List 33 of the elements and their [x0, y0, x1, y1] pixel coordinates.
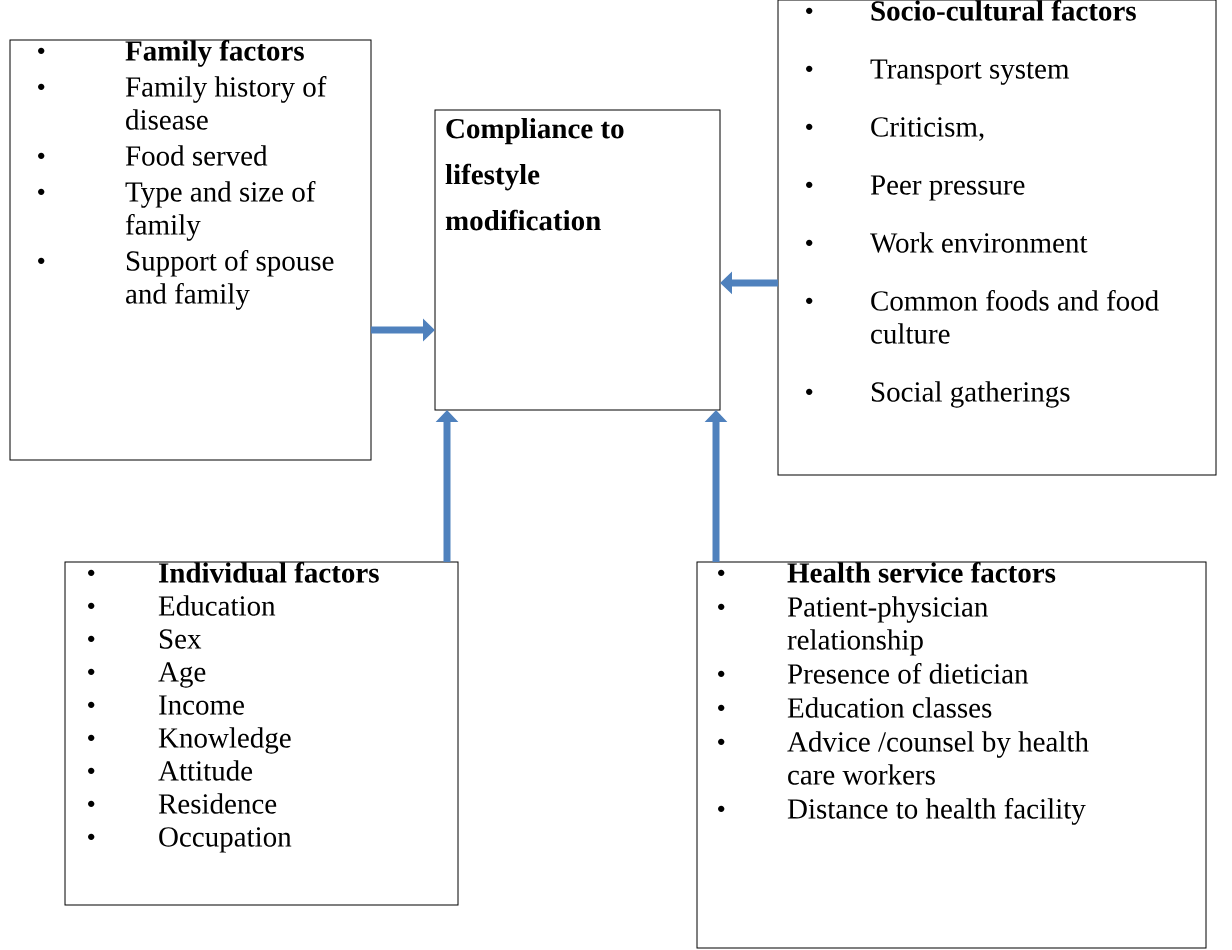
- heading: Compliance to lifestyle modification: [445, 118, 624, 231]
- list-item: Type and size of family: [125, 181, 316, 241]
- list-item: Sex: [159, 629, 202, 649]
- list-item: Work environment: [870, 232, 1088, 253]
- list-item: Advice /counsel by health care workers: [787, 731, 1089, 785]
- heading: Individual factors: [159, 562, 379, 583]
- list-item: Support of spouse and family: [126, 250, 334, 310]
- list-item: Education: [158, 595, 276, 616]
- list-item: Social gatherings: [871, 381, 1070, 408]
- heading: Socio-cultural factors: [871, 0, 1136, 21]
- list-item: Presence of dietician: [787, 663, 1029, 684]
- list-item: Attitude: [158, 760, 253, 781]
- list-item: Knowledge: [158, 727, 291, 754]
- heading: Health service factors: [787, 562, 1056, 583]
- list-item: Common foods and food culture: [871, 290, 1159, 344]
- list-item: Patient-physician relationship: [787, 596, 988, 656]
- factor-box: [64, 561, 459, 906]
- list-item: Family history of disease: [125, 76, 327, 130]
- factor-box: [434, 109, 721, 411]
- list-item: Income: [159, 695, 244, 715]
- list-item: Age: [158, 662, 206, 688]
- list-item: Education classes: [787, 697, 992, 718]
- list-item: Criticism,: [871, 117, 984, 141]
- list-item: Transport system: [870, 59, 1070, 85]
- heading: Family factors: [125, 40, 304, 67]
- factor-box: [9, 39, 372, 461]
- list-item: Peer pressure: [870, 175, 1025, 201]
- list-item: Distance to health facility: [787, 798, 1086, 825]
- list-item: Residence: [158, 793, 277, 814]
- factor-box: [777, 0, 1217, 476]
- factor-box: [696, 561, 1207, 949]
- list-item: Food served: [125, 145, 268, 166]
- list-item: Occupation: [159, 827, 292, 853]
